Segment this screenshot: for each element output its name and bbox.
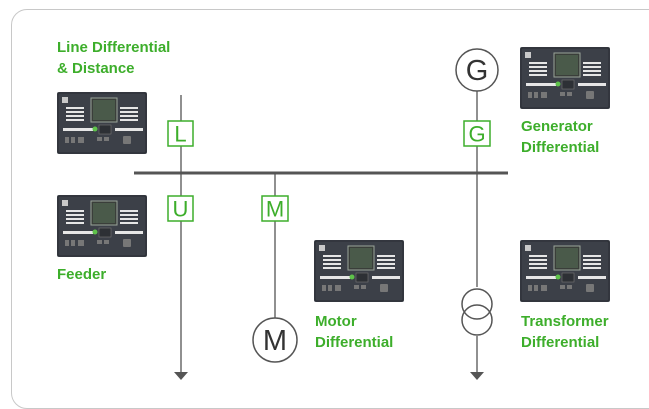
label-generator-differential: Generator Differential	[521, 116, 599, 158]
label-generator-2: Differential	[521, 139, 600, 156]
label-feeder: Feeder	[57, 264, 106, 285]
code-generator-text: G	[468, 122, 485, 147]
code-feeder-text: U	[173, 197, 189, 222]
motor-symbol-text: M	[263, 325, 287, 357]
relay-device-icon	[56, 91, 148, 155]
generator-symbol-text: G	[466, 55, 489, 87]
relay-device-icon	[519, 46, 611, 110]
label-generator-1: Generator	[521, 118, 593, 135]
relay-device-icon	[56, 194, 148, 258]
code-motor-text: M	[266, 197, 284, 222]
generator-symbol-icon: G	[455, 48, 499, 92]
code-box-motor: M	[261, 195, 289, 222]
code-box-feeder: U	[167, 195, 194, 222]
label-transformer-2: Differential	[521, 334, 600, 351]
single-line-diagram: G M L G U M	[56, 46, 611, 380]
transformer-symbol-icon	[461, 288, 493, 336]
label-line-differential: Line Differential & Distance	[57, 37, 170, 79]
arrow-down-icon	[470, 372, 484, 380]
label-feeder-text: Feeder	[57, 266, 107, 283]
relay-device-icon	[519, 239, 611, 303]
label-line-differential-2: & Distance	[57, 60, 135, 77]
label-motor-differential: Motor Differential	[315, 311, 393, 353]
code-box-line: L	[167, 120, 194, 147]
label-motor-1: Motor	[315, 313, 357, 330]
relay-device-icon	[313, 239, 405, 303]
label-motor-2: Differential	[315, 334, 394, 351]
code-line-text: L	[174, 122, 186, 147]
label-transformer-differential: Transformer Differential	[521, 311, 609, 353]
code-box-generator: G	[463, 120, 491, 147]
label-transformer-1: Transformer	[521, 313, 609, 330]
arrow-down-icon	[174, 372, 188, 380]
motor-symbol-icon: M	[252, 317, 298, 363]
label-line-differential-1: Line Differential	[57, 39, 171, 56]
